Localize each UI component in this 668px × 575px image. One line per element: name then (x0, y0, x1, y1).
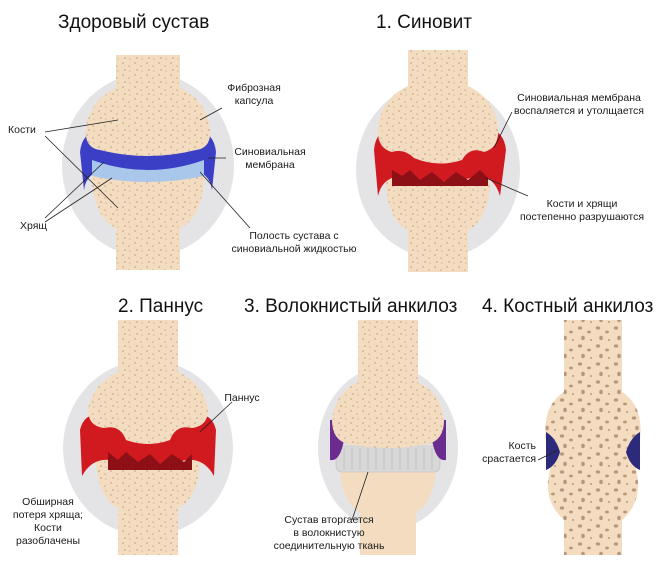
pointer-capsule (199, 107, 223, 121)
lower-bone (340, 468, 436, 555)
pointer-cartilage (44, 161, 105, 219)
upper-bone (85, 55, 211, 156)
pointer-bones (44, 119, 119, 133)
eroded-surface (392, 170, 488, 186)
upper-bone (88, 320, 208, 444)
healthy-joint (44, 55, 251, 270)
label-bones-cartilage-destroyed: Кости и хрящи постепенно разрушаются (519, 198, 645, 223)
label-cartilage-loss: Обширная потеря хряща; Кости разоблачены (12, 496, 84, 547)
pointer-fibrous (351, 471, 369, 521)
upper-bone (332, 320, 444, 448)
synovitis-joint (356, 50, 529, 272)
label-fibrous-capsule: Фиброзная капсула (227, 82, 281, 107)
pannus-joint (63, 320, 233, 555)
pointer-cartilage-2 (44, 177, 113, 223)
lower-bone (95, 457, 201, 555)
title-healthy: Здоровый сустав (58, 12, 210, 33)
bony-ankylosis-joint (537, 320, 641, 555)
pointer-bones-destroyed (485, 177, 529, 197)
label-synovial-membrane: Синовиальная мембрана (234, 146, 306, 171)
label-bone-fuses: Кость срастается (482, 440, 536, 465)
label-fibrous-tissue: Сустав вторгается в волокнистую соединит… (273, 514, 385, 552)
label-joint-cavity: Полость сустава с синовиальной жидкостью (231, 230, 357, 255)
pointer-pannus (199, 401, 233, 433)
fibrous-lines (343, 448, 433, 470)
pointer-bones-2 (44, 135, 119, 209)
eroded-surface (108, 452, 192, 470)
lower-bone (91, 169, 205, 270)
lower-bone (385, 176, 491, 272)
upper-bone (377, 50, 499, 164)
cartilage (92, 160, 204, 182)
residual-pocket-right (626, 432, 640, 470)
fused-bone (545, 320, 641, 555)
label-pannus: Паннус (224, 392, 260, 404)
residual-pocket-left (546, 432, 560, 470)
fibrous-ankylosis-joint (318, 320, 458, 555)
title-bony-ankylosis: 4. Костный анкилоз (482, 296, 654, 317)
title-fibrous-ankylosis: 3. Волокнистый анкилоз (244, 296, 458, 317)
label-cartilage: Хрящ (20, 220, 48, 232)
pointer-membrane-inflamed (493, 111, 513, 149)
title-synovitis: 1. Синовит (376, 12, 472, 33)
label-bones: Кости (8, 124, 36, 136)
pointer-bone-fuses (537, 449, 559, 461)
label-membrane-inflamed: Синовиальная мембрана воспаляется и утол… (514, 92, 644, 117)
title-pannus: 2. Паннус (118, 296, 204, 317)
pointer-cavity (199, 171, 251, 229)
